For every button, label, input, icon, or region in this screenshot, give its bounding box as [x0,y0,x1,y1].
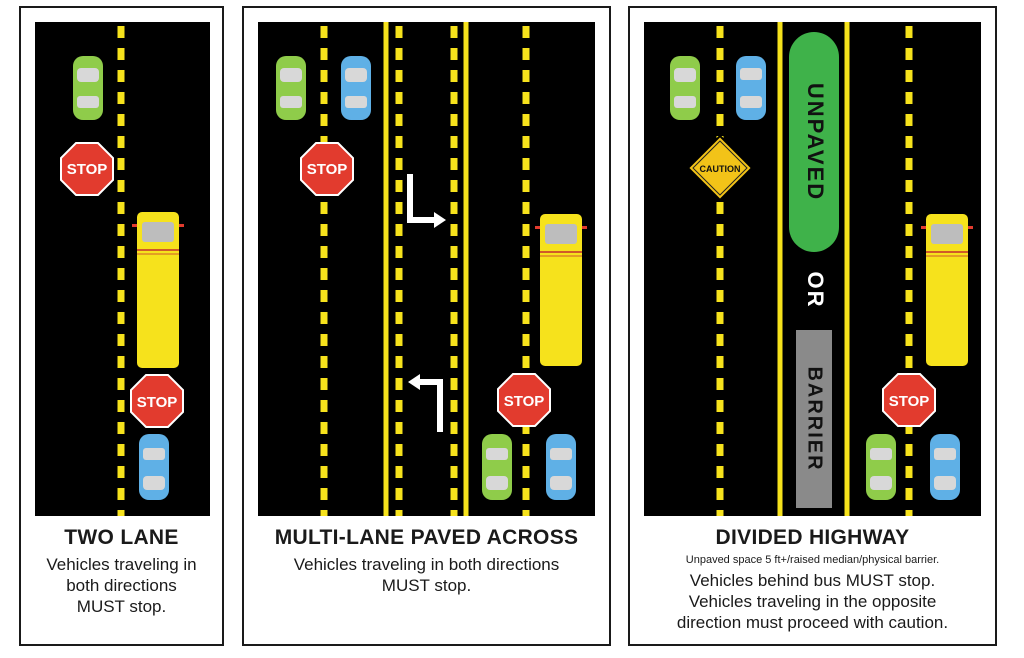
blue-car [546,434,576,500]
caption-divided-highway: DIVIDED HIGHWAY Unpaved space 5 ft+/rais… [630,526,995,633]
turn-left-arrow-icon [418,379,443,432]
stop-sign-label: STOP [137,394,178,411]
school-bus [535,214,587,366]
panel-description: Vehicles traveling in both directions MU… [21,554,222,617]
panel-two-lane: STOP STOP TWO LANE Vehicles [19,6,224,646]
turn-left-arrow-head [408,374,420,390]
caution-sign: CAUTION [686,134,754,202]
green-car [670,56,700,120]
school-bus [132,212,184,368]
stop-sign: STOP [497,373,551,427]
physical-barrier [796,330,832,508]
turn-right-arrow-head [434,212,446,228]
stop-sign: STOP [882,373,936,427]
green-car [73,56,103,120]
caution-sign-label: CAUTION [700,164,741,174]
green-car [276,56,306,120]
description-line: Vehicles traveling in both directions [293,555,560,574]
blue-car [341,56,371,120]
turn-right-arrow-icon [407,174,436,223]
description-line: Vehicles traveling in the opposite [688,592,937,611]
panel-title: MULTI-LANE PAVED ACROSS [274,526,579,549]
caption-multi-lane: MULTI-LANE PAVED ACROSS Vehicles traveli… [244,526,609,596]
stop-sign-label: STOP [67,161,108,178]
divided-highway-scene: CAUTION UNPAVED OR BARRIER STOP [670,22,973,516]
panel-description: Vehicles traveling in both directions MU… [244,554,609,596]
blue-car [139,434,169,500]
description-line: Vehicles traveling in [46,555,197,574]
green-car [482,434,512,500]
panel-divided-highway: CAUTION UNPAVED OR BARRIER STOP [628,6,997,646]
road-multi-lane: STOP STOP [258,22,595,516]
stop-sign: STOP [300,142,354,196]
blue-car [930,434,960,500]
panel-description: Vehicles behind bus MUST stop. Vehicles … [630,570,995,633]
panel-multi-lane: STOP STOP [242,6,611,646]
unpaved-median [789,32,839,252]
stop-sign: STOP [130,374,184,428]
panel-note: Unpaved space 5 ft+/raised median/physic… [685,554,940,566]
caption-two-lane: TWO LANE Vehicles traveling in both dire… [21,526,222,617]
panel-title: TWO LANE [64,526,179,549]
stop-sign-label: STOP [307,161,348,178]
barrier-label: BARRIER [804,366,826,471]
description-line: direction must proceed with caution. [676,613,949,632]
stop-sign-label: STOP [504,393,545,410]
blue-car [736,56,766,120]
or-label: OR [803,272,828,309]
unpaved-label: UNPAVED [803,83,828,201]
multi-lane-scene: STOP STOP [276,22,587,516]
road-two-lane: STOP STOP [35,22,210,516]
stop-sign: STOP [60,142,114,196]
description-line: MUST stop. [76,597,167,616]
two-lane-scene: STOP STOP [60,26,184,516]
stop-sign-label: STOP [889,393,930,410]
description-line: both directions [66,576,177,595]
green-car [866,434,896,500]
description-line: MUST stop. [381,576,472,595]
school-bus [921,214,973,366]
panel-title: DIVIDED HIGHWAY [715,526,910,549]
road-divided-highway: CAUTION UNPAVED OR BARRIER STOP [644,22,981,516]
description-line: Vehicles behind bus MUST stop. [689,571,936,590]
